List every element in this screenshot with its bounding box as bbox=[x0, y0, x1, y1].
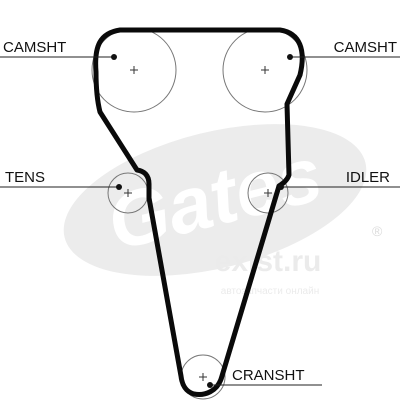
idler-pulley bbox=[247, 172, 289, 214]
watermark-tagline: автозапчасти онлайн bbox=[221, 286, 319, 297]
dot-idler bbox=[278, 184, 284, 190]
leader-dots bbox=[111, 54, 293, 388]
timing-belt bbox=[93, 27, 305, 397]
label-camshaft-right: CAMSHT bbox=[334, 39, 397, 56]
dot-camshaft-left bbox=[111, 54, 117, 60]
watermark-site: exist.ru bbox=[215, 245, 322, 278]
label-idler: IDLER bbox=[346, 169, 390, 186]
label-tensioner: TENS bbox=[5, 169, 45, 186]
center-marks bbox=[124, 66, 272, 381]
watermark-registered: ® bbox=[372, 223, 383, 239]
label-crankshaft: CRANSHT bbox=[232, 367, 305, 384]
dot-tensioner bbox=[116, 184, 122, 190]
plus-icon bbox=[261, 66, 269, 74]
label-camshaft-left: CAMSHT bbox=[3, 39, 66, 56]
plus-icon bbox=[130, 66, 138, 74]
plus-icon bbox=[264, 189, 272, 197]
leaders bbox=[0, 56, 400, 386]
dot-crankshaft bbox=[207, 382, 213, 388]
watermark: Gates ® exist.ru автозапчасти онлайн bbox=[63, 124, 383, 297]
plus-icon bbox=[124, 189, 132, 197]
dot-camshaft-right bbox=[287, 54, 293, 60]
plus-icon bbox=[199, 373, 207, 381]
